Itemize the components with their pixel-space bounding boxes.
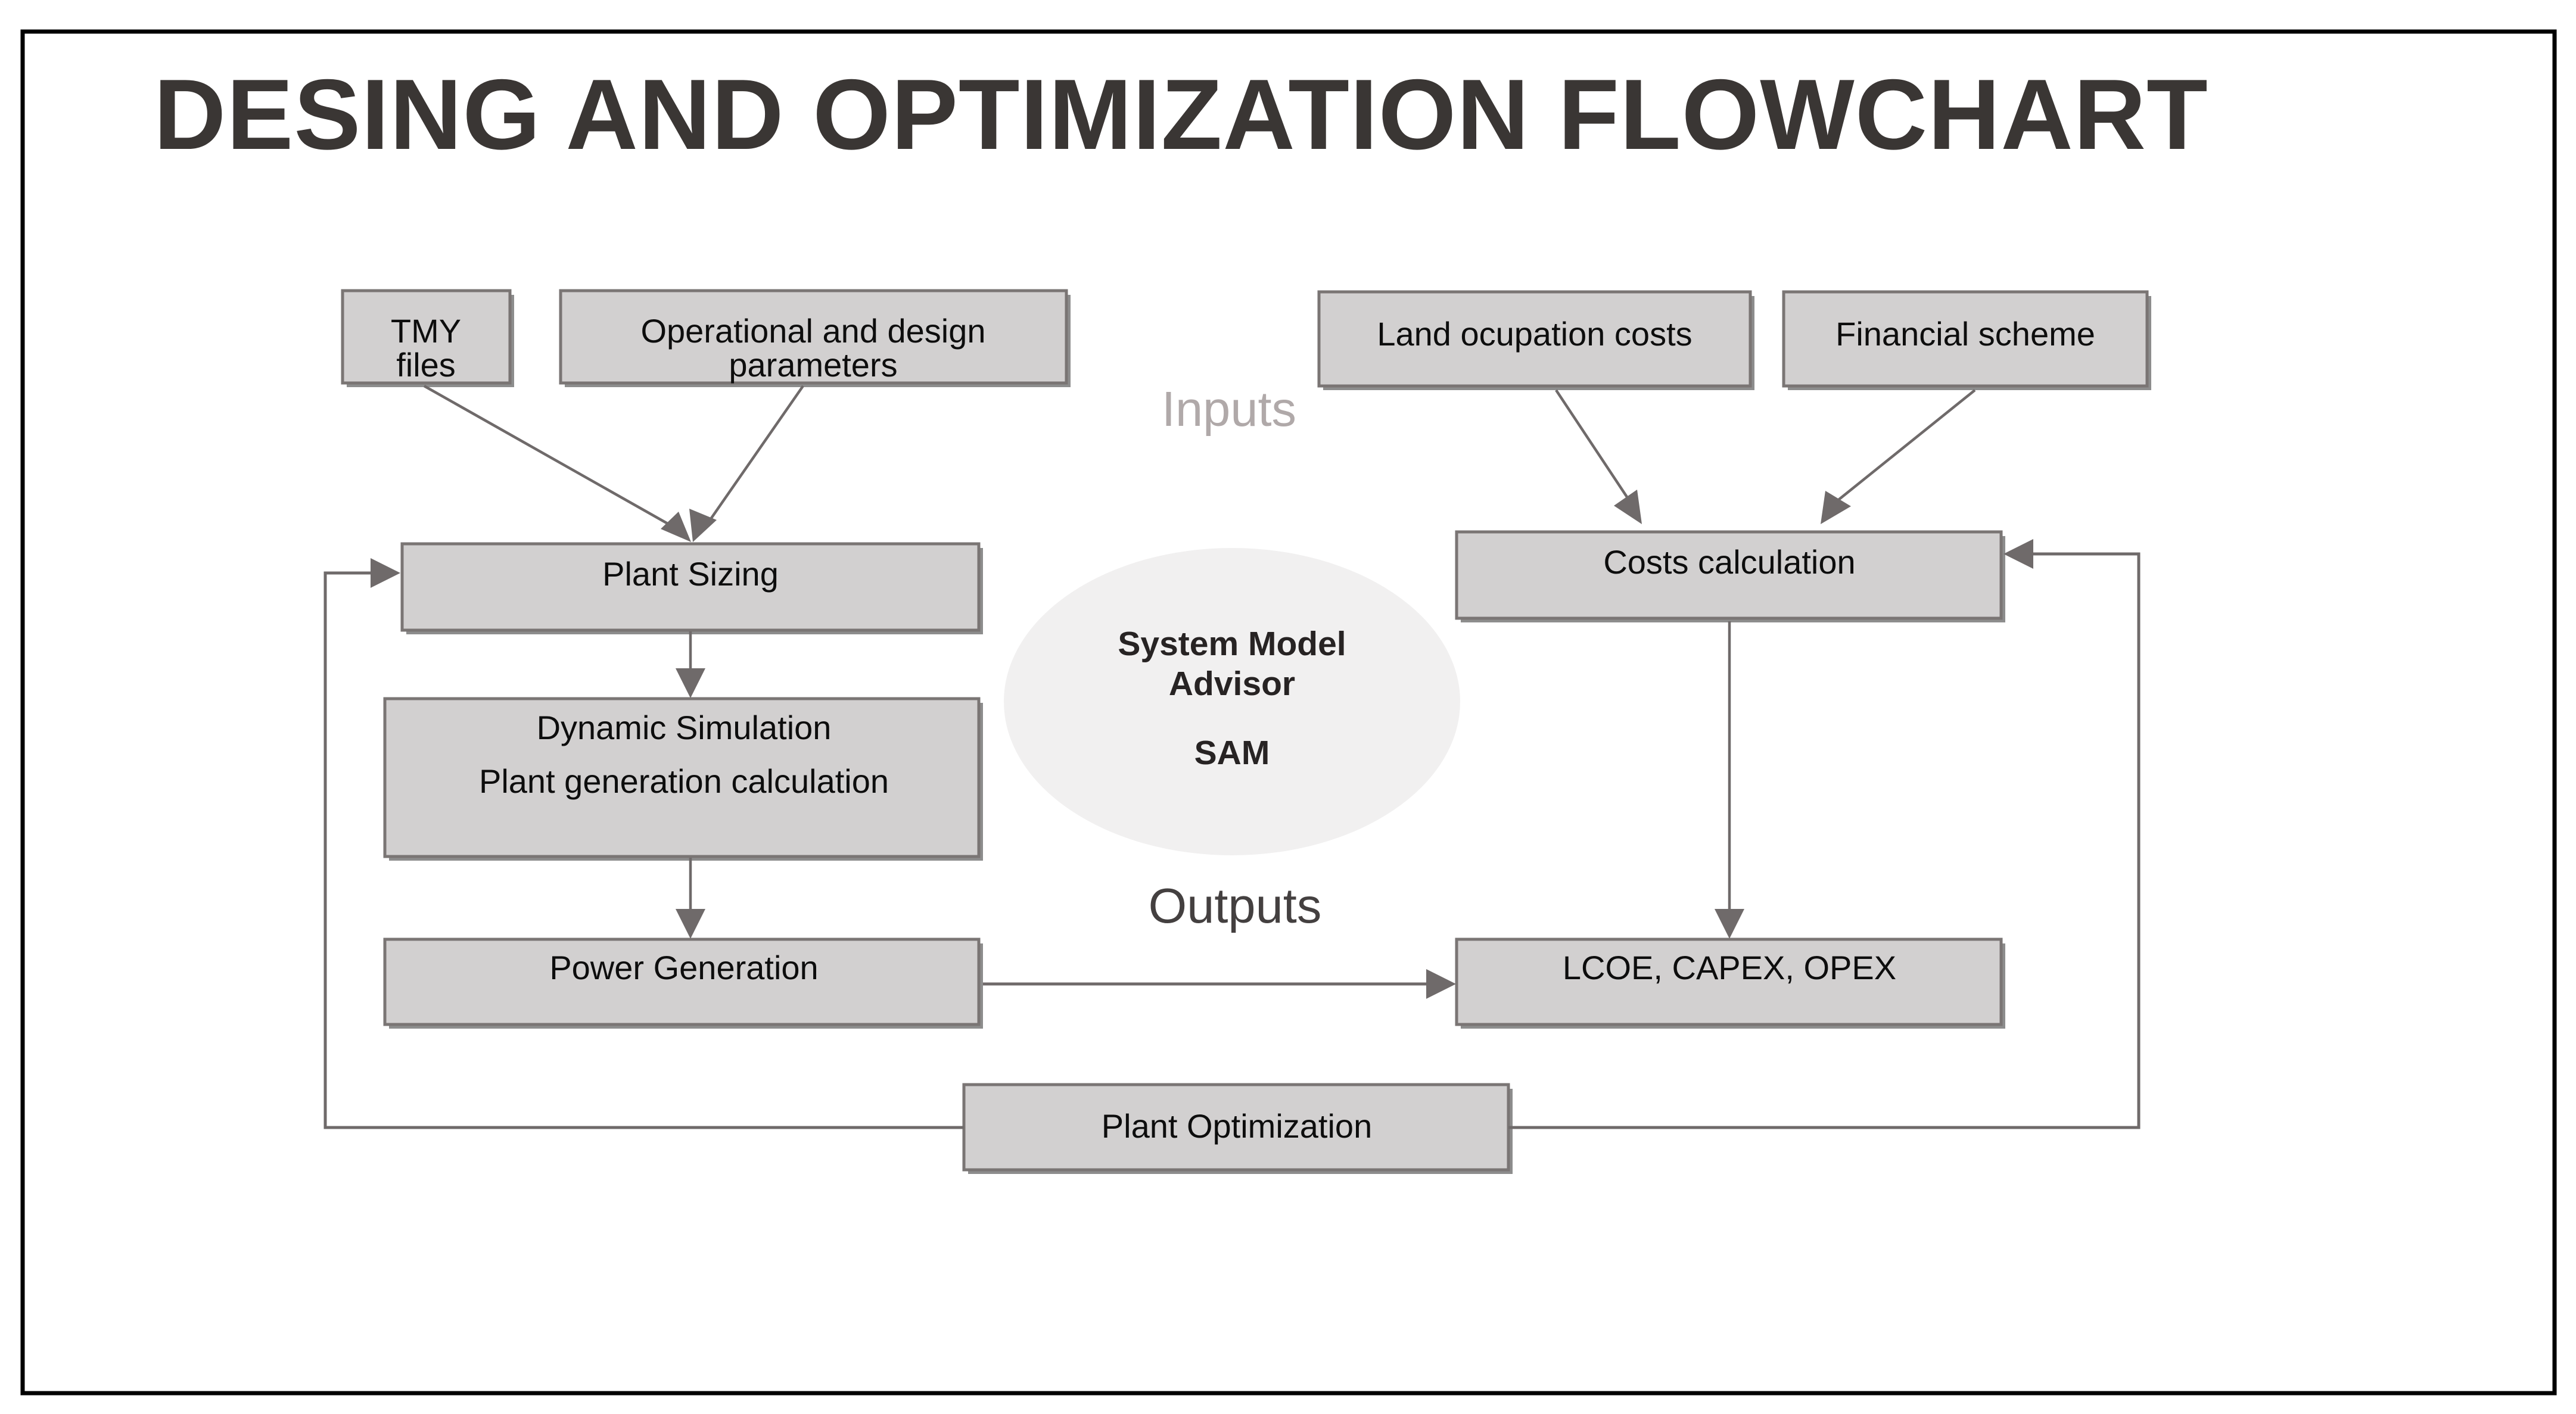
- edge-operational-to-plant-sizing: [689, 385, 804, 542]
- section-label-inputs: Inputs: [1162, 381, 1296, 437]
- node-dynamic-simulation[interactable]: Dynamic Simulation Plant generation calc…: [383, 697, 983, 861]
- node-operational-parameters-line1: Operational and design: [640, 312, 985, 350]
- node-financial-scheme[interactable]: Financial scheme: [1782, 290, 2151, 390]
- node-plant-optimization-label: Plant Optimization: [1102, 1107, 1372, 1145]
- edge-tmy-to-plant-sizing: [423, 385, 691, 542]
- node-dynamic-simulation-line1: Dynamic Simulation: [537, 709, 832, 746]
- node-plant-optimization[interactable]: Plant Optimization: [962, 1083, 1513, 1174]
- edge-costs-calculation-to-lcoe: [1715, 621, 1744, 939]
- node-power-generation-label: Power Generation: [549, 949, 818, 986]
- node-tmy-files[interactable]: TMY files: [341, 289, 514, 387]
- node-lcoe-capex-opex-label: LCOE, CAPEX, OPEX: [1563, 949, 1896, 986]
- node-tmy-files-line1: TMY: [391, 312, 461, 350]
- edge-plant-sizing-to-dynamic-simulation: [676, 631, 705, 698]
- node-plant-sizing-label: Plant Sizing: [602, 555, 779, 593]
- node-operational-parameters[interactable]: Operational and design parameters: [559, 289, 1071, 387]
- node-tmy-files-line2: files: [396, 346, 456, 384]
- node-sam-ellipse-line3: SAM: [1194, 734, 1270, 772]
- node-plant-sizing[interactable]: Plant Sizing: [400, 542, 983, 634]
- node-land-ocupation-costs-label: Land ocupation costs: [1377, 315, 1692, 353]
- page-title: DESING AND OPTIMIZATION FLOWCHART: [154, 58, 2208, 170]
- edge-land-costs-to-costs-calculation: [1555, 389, 1642, 524]
- section-label-outputs: Outputs: [1149, 878, 1322, 933]
- edge-power-generation-to-lcoe: [983, 969, 1456, 999]
- edge-plant-optimization-to-costs-calculation: [1508, 539, 2141, 1129]
- node-lcoe-capex-opex[interactable]: LCOE, CAPEX, OPEX: [1455, 938, 2005, 1029]
- node-sam-ellipse-line1: System Model: [1118, 625, 1346, 663]
- node-costs-calculation-label: Costs calculation: [1603, 543, 1855, 581]
- node-financial-scheme-label: Financial scheme: [1835, 315, 2095, 353]
- node-sam-ellipse: System Model Advisor SAM: [1004, 548, 1460, 855]
- node-dynamic-simulation-line2: Plant generation calculation: [479, 762, 889, 800]
- node-costs-calculation[interactable]: Costs calculation: [1455, 530, 2005, 622]
- node-sam-ellipse-line2: Advisor: [1169, 665, 1295, 703]
- node-operational-parameters-line2: parameters: [729, 346, 897, 384]
- node-land-ocupation-costs[interactable]: Land ocupation costs: [1317, 290, 1754, 390]
- edge-financial-scheme-to-costs-calculation: [1821, 389, 1976, 524]
- edge-plant-optimization-to-plant-sizing: [323, 558, 964, 1129]
- node-power-generation[interactable]: Power Generation: [383, 938, 983, 1029]
- edge-dynamic-simulation-to-power-generation: [676, 858, 705, 939]
